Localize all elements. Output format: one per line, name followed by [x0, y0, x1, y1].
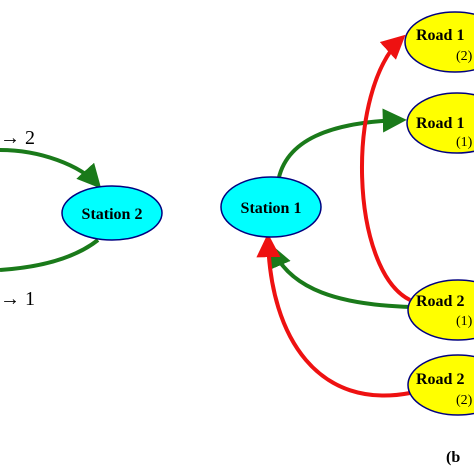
station-2-label: Station 2: [82, 206, 143, 223]
panel-label: (b: [446, 449, 460, 466]
edge-road2-1-to-station1: [268, 243, 413, 309]
edge-label-bottom: → 1: [0, 288, 35, 310]
edge-label-top: → 2: [0, 127, 35, 149]
station-2-node: Station 2: [61, 185, 163, 241]
road-1-2-sub: (2): [456, 49, 473, 64]
road-2-1-sub: (1): [456, 314, 473, 329]
road-2-2-node: Road 2 (2): [407, 354, 474, 416]
station-1-label: Station 1: [241, 200, 302, 217]
road-1-1-label: Road 1: [416, 115, 464, 132]
road-1-1-sub: (1): [456, 135, 473, 150]
road-2-2-label: Road 2: [416, 371, 464, 388]
road-2-1-label: Road 2: [416, 293, 464, 310]
road-1-1-node: Road 1 (1): [406, 92, 474, 154]
road-1-2-label: Road 1: [416, 27, 464, 44]
station-1-node: Station 1: [220, 176, 322, 238]
edge-in-top-green: [0, 148, 102, 189]
edge-road2-2-to-station1: [256, 233, 411, 398]
edge-out-bottom-green: [0, 238, 100, 272]
road-1-2-node: Road 1 (2): [404, 11, 474, 73]
edge-station1-to-road1-1: [276, 108, 407, 183]
road-2-1-node: Road 2 (1): [407, 279, 474, 341]
edge-road2-1-to-road1-2: [359, 34, 411, 302]
road-2-2-sub: (2): [456, 393, 473, 408]
